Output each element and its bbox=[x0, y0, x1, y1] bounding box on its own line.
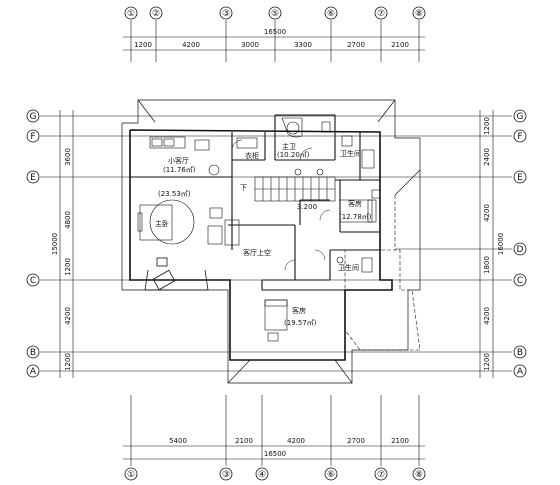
row-axis-labels: G F E C B A G F E D C B A bbox=[30, 112, 524, 377]
right-dimensions: 1200 2400 4200 1800 4200 1200 16000 bbox=[483, 117, 505, 371]
dimension-label: 1800 bbox=[483, 256, 491, 274]
room-name: 主卧 bbox=[155, 219, 169, 228]
axis-label: ⑧ bbox=[415, 470, 423, 480]
bottom-dimensions: 5400 2100 4200 2700 2100 16500 bbox=[169, 437, 409, 458]
dimension-label: 4200 bbox=[64, 307, 72, 325]
dimension-label: 3600 bbox=[64, 148, 72, 166]
axis-label: A bbox=[517, 367, 524, 377]
dimension-label: 1200 bbox=[483, 353, 491, 371]
guest-bed-2 bbox=[264, 299, 288, 342]
room-name: 卫生间 bbox=[340, 149, 361, 158]
bath-fixtures bbox=[336, 256, 373, 273]
axis-label: E bbox=[30, 173, 36, 183]
axis-label: ③ bbox=[222, 470, 230, 480]
room-area: (10.20㎡) bbox=[277, 151, 310, 159]
axis-label: D bbox=[517, 245, 524, 255]
left-dimension-lines bbox=[59, 110, 74, 378]
room-name: 客厅上空 bbox=[243, 248, 271, 257]
door-swings bbox=[231, 139, 331, 271]
roof-outline bbox=[121, 99, 421, 384]
room-name: 衣柜 bbox=[245, 151, 259, 160]
room-name: 客房 bbox=[292, 306, 306, 315]
dimension-label: 16000 bbox=[497, 233, 505, 255]
axis-label: ① bbox=[127, 470, 135, 480]
dimension-label: 2100 bbox=[235, 437, 253, 445]
axis-label: B bbox=[517, 348, 523, 358]
room-area: (12.78㎡) bbox=[339, 213, 372, 221]
axis-label: ③ bbox=[222, 9, 230, 19]
axis-label: C bbox=[30, 276, 36, 286]
dimension-label: 1200 bbox=[483, 117, 491, 135]
axis-label: ① bbox=[127, 9, 135, 19]
axis-label: E bbox=[517, 173, 523, 183]
bottom-axis-bubbles bbox=[124, 467, 426, 481]
dimension-label: 2400 bbox=[483, 148, 491, 166]
axis-label: F bbox=[30, 132, 35, 142]
dimension-label: 5400 bbox=[169, 437, 187, 445]
bottom-dimension-lines bbox=[123, 395, 425, 466]
overall-dimension-bottom: 16500 bbox=[264, 450, 286, 458]
axis-label: ⑧ bbox=[415, 9, 423, 19]
top-dimension-lines bbox=[123, 20, 425, 62]
room-area: (11.76㎡) bbox=[163, 166, 196, 174]
room-labels: 小客厅 (11.76㎡) (23.53㎡) 主卧 主卫 (10.20㎡) 卫生间… bbox=[155, 142, 372, 327]
axis-label: F bbox=[517, 132, 522, 142]
top-axis-labels: ① ② ③ ⑤ ⑥ ⑦ ⑧ bbox=[127, 9, 423, 19]
dimension-label: 1200 bbox=[134, 41, 152, 49]
master-bed bbox=[137, 199, 240, 246]
dimension-label: 4200 bbox=[287, 437, 305, 445]
room-name: 主卫 bbox=[282, 142, 296, 151]
axis-label: G bbox=[517, 112, 524, 122]
room-name: 卫生间 bbox=[338, 263, 359, 272]
roof-hidden-lines bbox=[344, 195, 421, 351]
axis-label: A bbox=[30, 367, 37, 377]
axis-label: ④ bbox=[258, 470, 266, 480]
axis-label: ⑦ bbox=[377, 9, 385, 19]
axis-label: ② bbox=[152, 9, 160, 19]
axis-label: B bbox=[30, 348, 36, 358]
dimension-label: 4200 bbox=[182, 41, 200, 49]
top-dimensions: 1200 4200 3000 3300 2700 2100 bbox=[134, 41, 409, 49]
axis-label: ⑦ bbox=[377, 470, 385, 480]
sofa bbox=[149, 136, 258, 176]
dimension-label: 1200 bbox=[64, 258, 72, 276]
dimension-label: 2700 bbox=[347, 437, 365, 445]
room-name: 小客厅 bbox=[168, 156, 189, 165]
balcony bbox=[144, 257, 209, 291]
dimension-label: 4800 bbox=[64, 211, 72, 229]
room-area: (19.57㎡) bbox=[284, 319, 317, 327]
dimension-label: 2700 bbox=[347, 41, 365, 49]
axis-label: ⑥ bbox=[327, 9, 335, 19]
room-area: (23.53㎡) bbox=[158, 190, 191, 198]
left-dimensions: 3600 4800 1200 4200 1200 15000 bbox=[51, 148, 72, 371]
stair-label: 下 bbox=[240, 184, 247, 192]
dimension-label: 15000 bbox=[51, 233, 59, 255]
dimension-label: 2100 bbox=[391, 41, 409, 49]
elevation-label: 3.200 bbox=[297, 203, 317, 211]
axis-label: ⑥ bbox=[327, 470, 335, 480]
stair bbox=[254, 176, 336, 202]
bottom-axis-labels: ① ③ ④ ⑥ ⑦ ⑧ bbox=[127, 470, 423, 480]
dimension-label: 3300 bbox=[294, 41, 312, 49]
overall-dimension-top: 16500 bbox=[264, 28, 286, 36]
interior-walls bbox=[130, 114, 380, 291]
row-axis-bubbles bbox=[26, 109, 527, 378]
dimension-label: 1200 bbox=[64, 353, 72, 371]
dimension-label: 4200 bbox=[483, 204, 491, 222]
dimension-label: 2100 bbox=[391, 437, 409, 445]
axis-label: ⑤ bbox=[271, 9, 279, 19]
dimension-label: 3000 bbox=[241, 41, 259, 49]
axis-label: G bbox=[30, 112, 37, 122]
right-dimension-lines bbox=[479, 110, 494, 378]
dimension-label: 4200 bbox=[483, 307, 491, 325]
top-axis-bubbles bbox=[124, 6, 426, 20]
axis-label: C bbox=[517, 276, 523, 286]
room-name: 客房 bbox=[348, 199, 362, 208]
master-bath-fixtures bbox=[281, 117, 375, 176]
guest-bed-1 bbox=[339, 189, 381, 223]
